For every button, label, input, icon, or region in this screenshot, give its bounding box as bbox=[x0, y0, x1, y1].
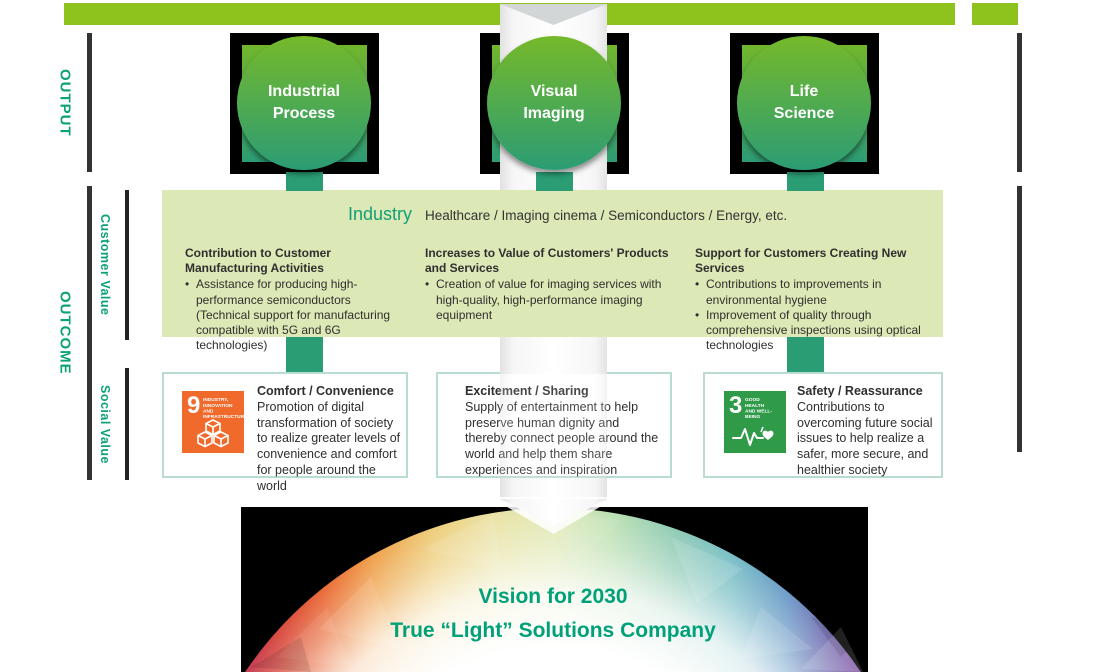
connector-tab bbox=[536, 172, 573, 191]
rainbow-arc bbox=[245, 508, 868, 672]
arrow-top-notch bbox=[500, 4, 607, 25]
box-title: Comfort / Convenience bbox=[257, 384, 394, 398]
connector-tab bbox=[286, 172, 323, 191]
box-body: Contributions to overcoming future socia… bbox=[797, 399, 933, 477]
right-outcome-bar bbox=[1017, 186, 1022, 452]
industrial-process-circle: Industrial Process bbox=[230, 33, 379, 174]
comfort-text: Comfort / Convenience Promotion of digit… bbox=[257, 384, 402, 494]
right-output-bar bbox=[1017, 33, 1022, 172]
sdg3-label: GOOD HEALTH AND WELL-BEING bbox=[745, 398, 773, 420]
circle-label: Life bbox=[789, 83, 819, 100]
circle-label: Science bbox=[773, 105, 835, 122]
heartbeat-icon bbox=[732, 426, 774, 446]
outcome-axis-label: OUTCOME bbox=[56, 291, 74, 375]
vision-title: Vision for 2030 bbox=[478, 585, 628, 608]
col-bullet: Creation of value for imaging services w… bbox=[436, 277, 662, 322]
social-value-axis-label: Social Value bbox=[98, 384, 112, 464]
customer-value-col-3: Support for Customers Creating New Servi… bbox=[695, 246, 943, 354]
sdg9-label: INDUSTRY, INNOVATION AND INFRASTRUCTURE bbox=[203, 398, 248, 420]
connector-tab bbox=[787, 172, 824, 191]
customer-value-axis-bar bbox=[125, 190, 129, 340]
social-value-box-safety: 3 GOOD HEALTH AND WELL-BEING Safety / Re… bbox=[703, 372, 943, 478]
arrow-head bbox=[500, 499, 607, 526]
box-body: Promotion of digital transformation of s… bbox=[257, 399, 401, 493]
circle-label: Industrial bbox=[267, 83, 340, 100]
customer-value-band: Industry Healthcare / Imaging cinema / S… bbox=[162, 190, 943, 352]
col-bullet: Improvement of quality through comprehen… bbox=[706, 307, 921, 353]
cubes-icon bbox=[197, 419, 229, 448]
connector-tab bbox=[286, 337, 323, 372]
industry-label: Industry bbox=[348, 204, 413, 224]
col-title: Support for Customers Creating New Servi… bbox=[695, 246, 907, 276]
customer-value-axis-label: Customer Value bbox=[98, 214, 112, 316]
col-bullet: Assistance for producing high-performanc… bbox=[196, 277, 391, 353]
sdg3-icon: 3 GOOD HEALTH AND WELL-BEING bbox=[724, 391, 786, 453]
social-value-box-comfort: 9 INDUSTRY, INNOVATION AND INFRASTRUCTUR… bbox=[162, 372, 408, 493]
outcome-axis-bar bbox=[87, 186, 92, 480]
vision-arc-panel bbox=[241, 507, 868, 672]
output-axis-label: OUTPUT bbox=[56, 68, 74, 137]
box-title: Safety / Reassurance bbox=[797, 384, 923, 398]
customer-value-col-2: Increases to Value of Customers' Product… bbox=[425, 246, 673, 323]
connector-tab bbox=[787, 337, 824, 372]
col-title: Increases to Value of Customers' Product… bbox=[425, 246, 669, 276]
sdg9-number: 9 bbox=[187, 392, 201, 419]
col-title: Contribution to Customer Manufacturing A… bbox=[185, 246, 331, 276]
circle-label: Visual bbox=[530, 83, 578, 100]
sdg9-icon: 9 INDUSTRY, INNOVATION AND INFRASTRUCTUR… bbox=[182, 391, 248, 453]
safety-text: Safety / Reassurance Contributions to ov… bbox=[797, 384, 937, 479]
output-axis-bar bbox=[87, 33, 92, 172]
circle-label: Process bbox=[272, 105, 336, 122]
col-bullet: Contributions to improvements in environ… bbox=[706, 277, 882, 307]
social-value-axis-bar bbox=[125, 368, 129, 480]
vision-subtitle: True “Light” Solutions Company bbox=[390, 619, 716, 642]
life-science-circle: Life Science bbox=[730, 33, 879, 174]
circle-label: Imaging bbox=[523, 105, 585, 122]
top-green-bar-segment bbox=[972, 3, 1018, 25]
visual-imaging-circle: Visual Imaging bbox=[480, 33, 629, 174]
industry-list: Healthcare / Imaging cinema / Semiconduc… bbox=[425, 208, 788, 223]
customer-value-col-1: Contribution to Customer Manufacturing A… bbox=[185, 246, 391, 353]
sdg3-number: 3 bbox=[729, 392, 743, 419]
